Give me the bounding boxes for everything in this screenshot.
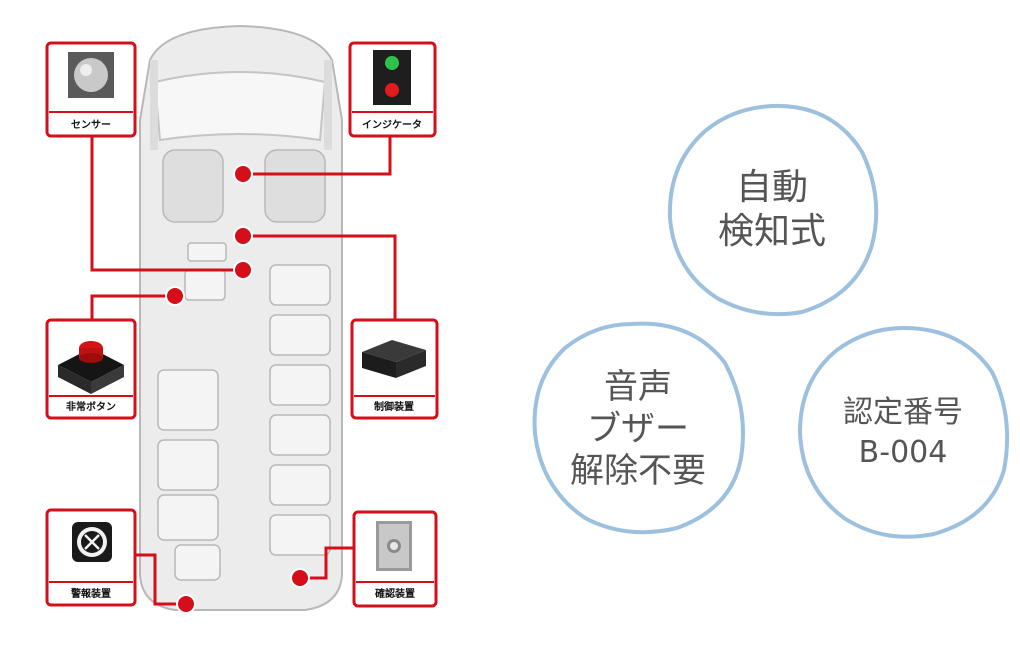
feature-circle-auto-detect: 自動 検知式	[662, 100, 882, 320]
dot-control	[233, 226, 253, 246]
feature-3-line-2: B-004	[858, 435, 948, 470]
dot-emergency	[165, 286, 185, 306]
sensor-callout: センサー	[45, 41, 137, 138]
connection-dots	[165, 164, 310, 614]
alarm-device-label: 警報装置	[70, 587, 111, 600]
sensor-label: センサー	[71, 119, 111, 131]
control-unit-callout: 制御装置	[350, 318, 439, 420]
red-lamp-icon	[385, 83, 399, 97]
confirm-device-callout: 確認装置	[352, 510, 438, 608]
feature-1-line-1: 自動	[735, 167, 808, 208]
feature-3-line-1: 認定番号	[843, 395, 963, 430]
control-unit-label: 制御装置	[374, 400, 414, 413]
dot-confirm	[290, 568, 310, 588]
dot-sensor	[233, 260, 253, 280]
emergency-button-label: 非常ボタン	[66, 400, 116, 413]
feature-1-line-2: 検知式	[717, 211, 826, 252]
control-unit-icon	[362, 352, 396, 378]
indicator-label: インジケータ	[362, 119, 422, 131]
vehicle-diagram: センサー インジケータ 非常ボタン 制御装置	[0, 0, 450, 654]
front-seats	[162, 149, 326, 223]
feature-circle-certification: 認定番号 B-004	[792, 322, 1014, 544]
alarm-device-callout: 警報装置	[45, 508, 137, 607]
feature-2-line-3: 解除不要	[570, 451, 706, 491]
emergency-button-callout: 非常ボタン	[45, 318, 137, 420]
feature-circle-voice-buzzer: 音声 ブザー 解除不要	[527, 318, 749, 540]
dot-indicator	[233, 164, 253, 184]
feature-2-line-2: ブザー	[587, 409, 689, 449]
connector-lines	[90, 134, 397, 606]
indicator-callout: インジケータ	[348, 41, 437, 138]
feature-2-line-1: 音声	[604, 367, 672, 407]
rear-seats	[157, 242, 331, 581]
sensor-icon	[74, 58, 108, 92]
dot-alarm	[176, 594, 196, 614]
vehicle-diagram-svg: センサー インジケータ 非常ボタン 制御装置	[45, 24, 439, 614]
green-lamp-icon	[385, 56, 399, 70]
confirm-device-label: 確認装置	[375, 587, 415, 600]
